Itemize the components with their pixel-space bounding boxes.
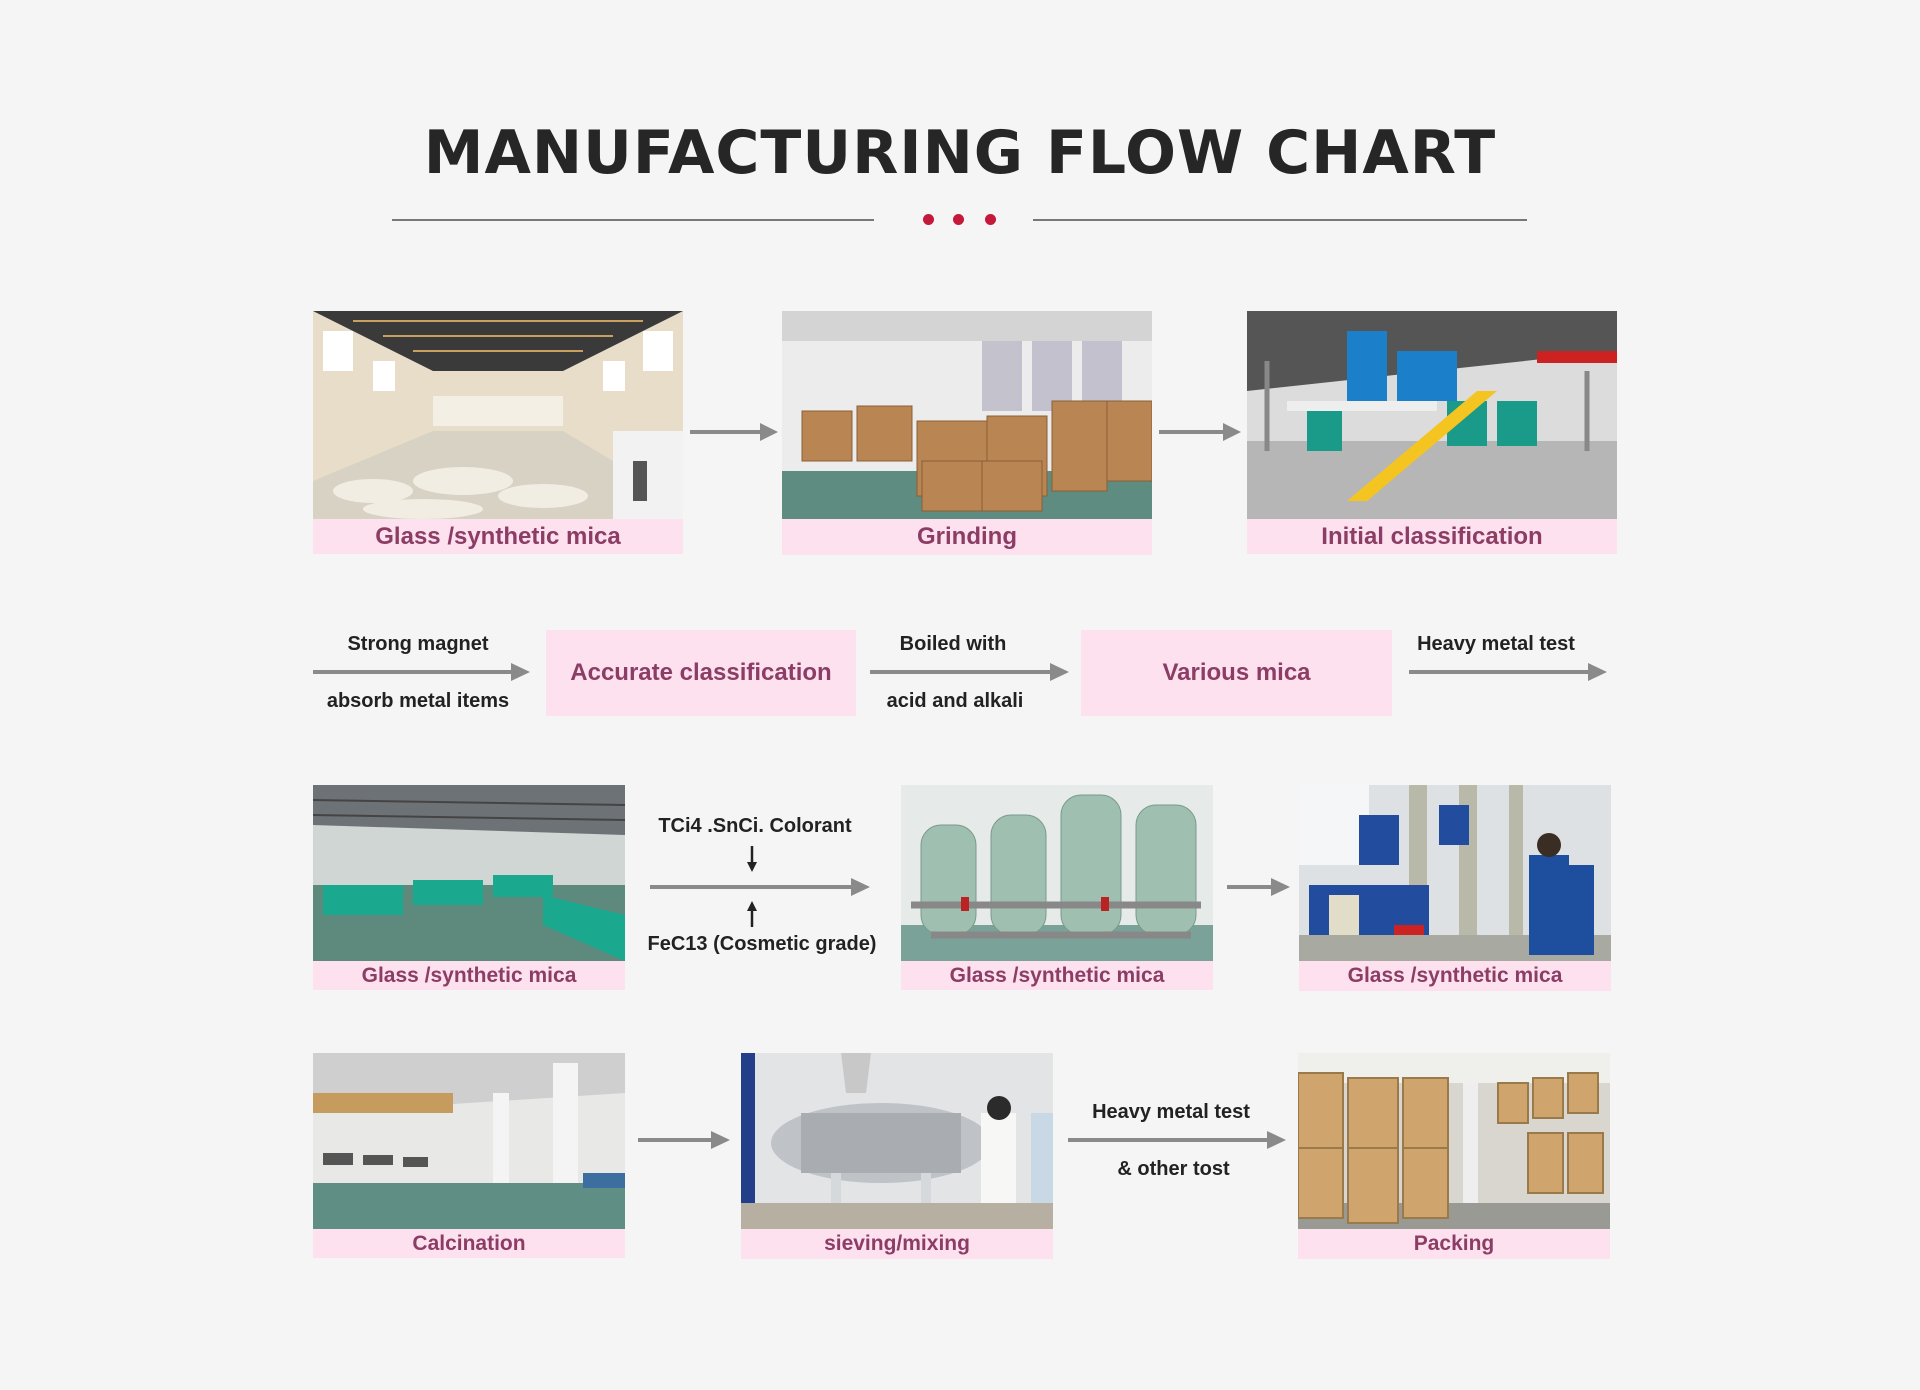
arrow-right (650, 874, 870, 900)
caption-calcination: Calcination (313, 1229, 625, 1258)
photo-boxes-storage (782, 311, 1152, 519)
caption-glass-synthetic-mica: Glass /synthetic mica (313, 519, 683, 554)
arrow-label-bottom: & other tost (1117, 1158, 1230, 1180)
arrow-right (1068, 1127, 1286, 1153)
arrow-label-top: TCi4 .SnCi. Colorant (658, 815, 852, 837)
arrow-right (313, 659, 530, 685)
photo-blue-motor-tanks (1299, 785, 1611, 961)
arrow-label-top: Heavy metal test (1417, 633, 1575, 655)
arrow-label-bottom: acid and alkali (886, 690, 1024, 712)
arrow-up (747, 901, 757, 927)
arrow-right (638, 1127, 730, 1153)
caption-glass-synthetic-mica: Glass /synthetic mica (1299, 961, 1611, 991)
arrow-right (690, 419, 778, 445)
photo-water-tanks (313, 785, 625, 961)
arrow-label-bottom: absorb metal items (326, 690, 510, 712)
box-accurate-classification: Accurate classification (546, 630, 856, 716)
caption-glass-synthetic-mica: Glass /synthetic mica (901, 961, 1213, 990)
arrow-right (1159, 419, 1241, 445)
photo-drum-barrels (1298, 1053, 1610, 1229)
photo-sieving-machine (741, 1053, 1053, 1229)
arrow-label-top: Heavy metal test (1092, 1101, 1250, 1123)
photo-empty-hall (313, 1053, 625, 1229)
title-divider-left (392, 219, 874, 221)
divider-dot (985, 214, 996, 225)
arrow-right (870, 659, 1069, 685)
photo-warehouse-sacks (313, 311, 683, 519)
page-title: MANUFACTURING FLOW CHART (423, 118, 1497, 188)
caption-sieving-mixing: sieving/mixing (741, 1229, 1053, 1259)
caption-glass-synthetic-mica: Glass /synthetic mica (313, 961, 625, 990)
arrow-right (1409, 659, 1607, 685)
title-divider-right (1033, 219, 1527, 221)
photo-classifier-machine (1247, 311, 1617, 519)
caption-packing: Packing (1298, 1229, 1610, 1259)
box-various-mica: Various mica (1081, 630, 1392, 716)
arrow-down (747, 846, 757, 872)
photo-filter-tanks (901, 785, 1213, 961)
arrow-label-bottom: FeC13 (Cosmetic grade) (647, 933, 877, 955)
arrow-label-top: Boiled with (899, 633, 1007, 655)
arrow-right (1227, 874, 1290, 900)
divider-dot (953, 214, 964, 225)
caption-initial-classification: Initial classification (1247, 519, 1617, 554)
arrow-label-top: Strong magnet (347, 633, 489, 655)
divider-dot (923, 214, 934, 225)
caption-grinding: Grinding (782, 519, 1152, 555)
